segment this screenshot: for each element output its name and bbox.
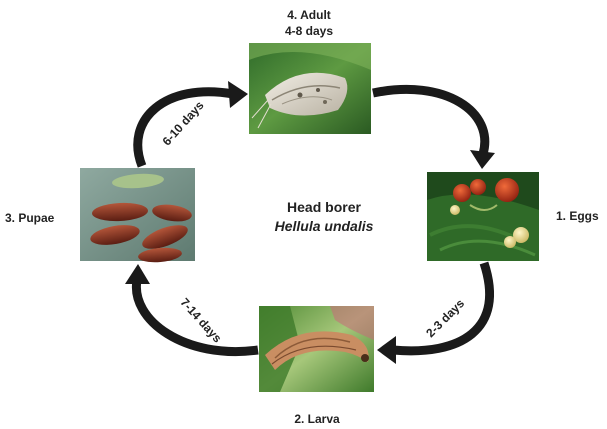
- adult-label: 4. Adult: [287, 8, 331, 22]
- pupae-photo: [80, 168, 195, 264]
- pupae-label: 3. Pupae: [5, 211, 55, 225]
- eggs-photo: [427, 172, 539, 261]
- arrowhead-larva-to-pupae: [125, 264, 150, 284]
- larva-photo: [259, 306, 374, 392]
- duration-eggs-to-larva: 2-3 days: [423, 296, 467, 340]
- arrowhead-pupae-to-adult: [228, 81, 248, 108]
- arrowhead-adult-to-eggs: [470, 150, 495, 169]
- center-common-name: Head borer: [287, 199, 361, 215]
- eggs-label: 1. Eggs: [556, 209, 599, 223]
- adult-photo: [249, 43, 371, 134]
- arrow-eggs-to-larva: [393, 263, 490, 351]
- arrowhead-eggs-to-larva: [377, 336, 396, 364]
- larva-label: 2. Larva: [294, 412, 340, 426]
- adult-duration: 4-8 days: [285, 24, 333, 38]
- arrow-adult-to-eggs: [373, 89, 485, 154]
- center-scientific-name: Hellula undalis: [275, 218, 374, 234]
